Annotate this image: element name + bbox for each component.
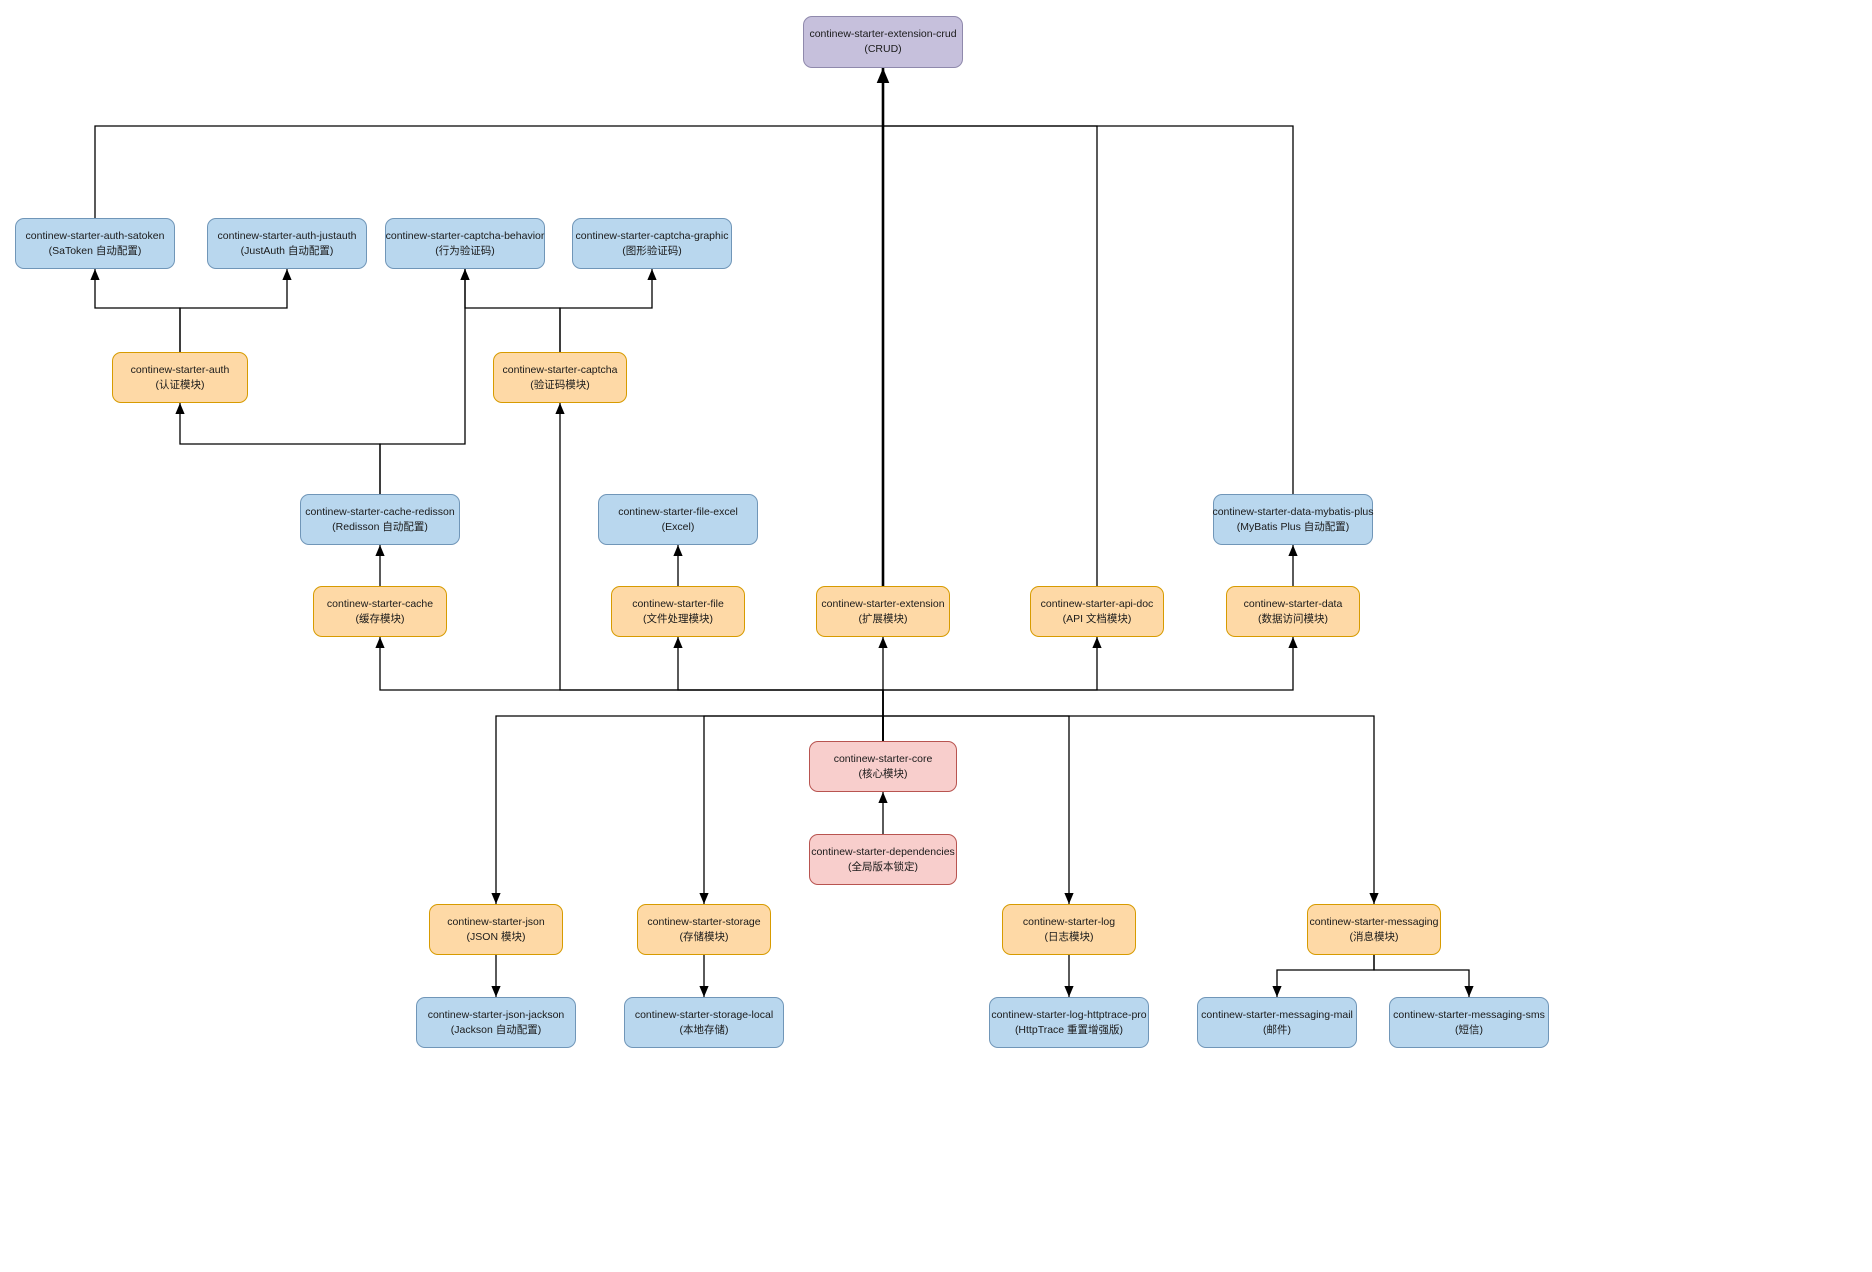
module-desc: (图形验证码)	[622, 244, 682, 257]
node-auth-satoken: continew-starter-auth-satoken (SaToken 自…	[15, 218, 175, 269]
node-captcha: continew-starter-captcha (验证码模块)	[493, 352, 627, 403]
module-desc: (行为验证码)	[435, 244, 495, 257]
edge-redisson-to-behavior	[379, 269, 470, 494]
edge-core-to-api-doc	[882, 637, 1102, 741]
module-name: continew-starter-messaging	[1309, 915, 1439, 928]
node-messaging-sms: continew-starter-messaging-sms (短信)	[1389, 997, 1549, 1048]
edge-captcha-to-graphic	[559, 269, 657, 352]
edge-mybatis-plus-to-crud	[883, 125, 1294, 494]
module-desc: (数据访问模块)	[1258, 612, 1328, 625]
module-desc: (消息模块)	[1349, 930, 1399, 943]
module-desc: (核心模块)	[858, 767, 908, 780]
module-name: continew-starter-captcha-behavior	[385, 229, 545, 242]
module-name: continew-starter-captcha-graphic	[575, 229, 729, 242]
module-name: continew-starter-cache-redisson	[305, 505, 455, 518]
edge-core-to-cache	[375, 637, 884, 741]
module-desc: (Excel)	[661, 520, 695, 533]
node-file-excel: continew-starter-file-excel (Excel)	[598, 494, 758, 545]
module-name: continew-starter-cache	[326, 597, 434, 610]
node-json-jackson: continew-starter-json-jackson (Jackson 自…	[416, 997, 576, 1048]
node-extension: continew-starter-extension (扩展模块)	[816, 586, 950, 637]
module-desc: (JustAuth 自动配置)	[240, 244, 334, 257]
edge-core-to-data	[882, 637, 1298, 741]
edge-api-doc-to-crud	[883, 125, 1098, 586]
edge-messaging-to-sms	[1373, 955, 1474, 997]
module-desc: (全局版本锁定)	[848, 860, 918, 873]
edge-core-to-file	[673, 637, 884, 741]
node-log: continew-starter-log (日志模块)	[1002, 904, 1136, 955]
module-name: continew-starter-file	[632, 597, 724, 610]
edge-satoken-to-crud	[94, 125, 883, 218]
module-name: continew-starter-auth	[130, 363, 230, 376]
module-desc: (短信)	[1455, 1023, 1483, 1036]
node-data-mybatis-plus: continew-starter-data-mybatis-plus (MyBa…	[1212, 494, 1374, 545]
module-name: continew-starter-auth-satoken	[25, 229, 165, 242]
module-desc: (日志模块)	[1044, 930, 1094, 943]
node-api-doc: continew-starter-api-doc (API 文档模块)	[1030, 586, 1164, 637]
module-name: continew-starter-dependencies	[811, 845, 955, 858]
module-desc: (CRUD)	[864, 43, 902, 55]
node-dependencies: continew-starter-dependencies (全局版本锁定)	[809, 834, 957, 885]
module-desc: (扩展模块)	[858, 612, 908, 625]
node-file: continew-starter-file (文件处理模块)	[611, 586, 745, 637]
edge-core-to-messaging	[882, 715, 1379, 904]
module-name: continew-starter-file-excel	[618, 505, 738, 518]
edge-auth-to-satoken	[90, 269, 181, 352]
module-name: continew-starter-auth-justauth	[217, 229, 357, 242]
module-desc: (文件处理模块)	[643, 612, 713, 625]
module-desc: (存储模块)	[679, 930, 729, 943]
module-desc: (MyBatis Plus 自动配置)	[1236, 520, 1350, 533]
module-desc: (Redisson 自动配置)	[332, 520, 428, 533]
module-name: continew-starter-storage	[647, 915, 761, 928]
edge-auth-to-justauth	[179, 269, 292, 352]
node-messaging-mail: continew-starter-messaging-mail (邮件)	[1197, 997, 1357, 1048]
module-desc: (缓存模块)	[355, 612, 405, 625]
module-desc: (验证码模块)	[530, 378, 590, 391]
node-cache: continew-starter-cache (缓存模块)	[313, 586, 447, 637]
module-name: continew-starter-core	[833, 752, 933, 765]
module-name: continew-starter-messaging-sms	[1393, 1008, 1545, 1021]
node-cache-redisson: continew-starter-cache-redisson (Redisso…	[300, 494, 460, 545]
edge-captcha-to-behavior	[460, 269, 561, 352]
node-log-httptrace-pro: continew-starter-log-httptrace-pro (Http…	[989, 997, 1149, 1048]
node-captcha-behavior: continew-starter-captcha-behavior (行为验证码…	[385, 218, 545, 269]
module-desc: (JSON 模块)	[466, 930, 526, 943]
module-desc: (邮件)	[1263, 1023, 1291, 1036]
module-name: continew-starter-data	[1243, 597, 1343, 610]
module-name: continew-starter-log	[1022, 915, 1116, 928]
module-desc: (本地存储)	[679, 1023, 729, 1036]
module-name: continew-starter-storage-local	[634, 1008, 774, 1021]
module-name: continew-starter-messaging-mail	[1201, 1008, 1353, 1021]
module-desc: (API 文档模块)	[1062, 612, 1132, 625]
edge-redisson-to-auth	[175, 403, 381, 494]
module-name: continew-starter-json	[447, 915, 545, 928]
node-auth-justauth: continew-starter-auth-justauth (JustAuth…	[207, 218, 367, 269]
module-name: continew-starter-api-doc	[1040, 597, 1154, 610]
module-desc: (HttpTrace 重置增强版)	[1014, 1023, 1124, 1036]
module-desc: (Jackson 自动配置)	[450, 1023, 542, 1036]
module-name: continew-starter-log-httptrace-pro	[991, 1008, 1147, 1021]
node-messaging: continew-starter-messaging (消息模块)	[1307, 904, 1441, 955]
module-name: continew-starter-data-mybatis-plus	[1212, 505, 1374, 518]
node-core: continew-starter-core (核心模块)	[809, 741, 957, 792]
node-auth: continew-starter-auth (认证模块)	[112, 352, 248, 403]
module-name: continew-starter-extension	[821, 597, 945, 610]
node-storage: continew-starter-storage (存储模块)	[637, 904, 771, 955]
module-desc: (SaToken 自动配置)	[48, 244, 142, 257]
node-json: continew-starter-json (JSON 模块)	[429, 904, 563, 955]
node-data: continew-starter-data (数据访问模块)	[1226, 586, 1360, 637]
module-name: continew-starter-captcha	[502, 363, 618, 376]
module-name: continew-starter-json-jackson	[427, 1008, 565, 1021]
node-extension-crud: continew-starter-extension-crud (CRUD)	[803, 16, 963, 68]
node-storage-local: continew-starter-storage-local (本地存储)	[624, 997, 784, 1048]
module-name: continew-starter-extension-crud	[809, 28, 957, 40]
edge-messaging-to-mail	[1272, 955, 1375, 997]
module-desc: (认证模块)	[155, 378, 205, 391]
node-captcha-graphic: continew-starter-captcha-graphic (图形验证码)	[572, 218, 732, 269]
